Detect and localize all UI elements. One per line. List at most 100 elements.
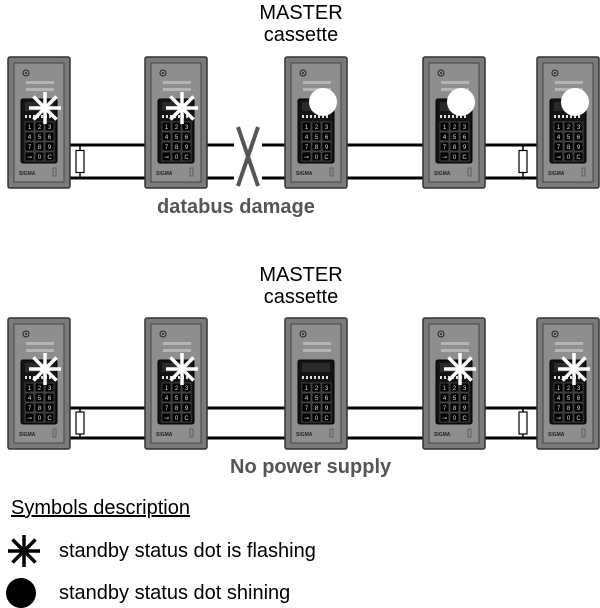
- keypad-key-label: 6: [577, 135, 581, 141]
- keypad-key-label: C: [462, 155, 467, 161]
- keypad-key: [24, 121, 35, 132]
- keypad-key-label: C: [576, 416, 581, 422]
- keypad-key: [44, 392, 55, 403]
- keypad-key-label: 3: [463, 125, 467, 131]
- keypad-key: [321, 412, 332, 423]
- bottom-master-label-line1: MASTER: [259, 264, 343, 286]
- keypad-key: [44, 382, 55, 393]
- keypad-key-label: C: [324, 416, 329, 422]
- legend-item-flashing: standby status dot is flashing: [59, 540, 316, 562]
- keypad-key: [161, 141, 172, 152]
- keypad-key-label: 5: [567, 135, 571, 141]
- bus-break-icon: [236, 126, 260, 187]
- keypad-key: [439, 121, 450, 132]
- keypad-key: [161, 121, 172, 132]
- keypad-key: [24, 141, 35, 152]
- keypad-key: [321, 402, 332, 413]
- keypad-key-label: 1: [557, 386, 561, 392]
- keypad-key: [301, 402, 312, 413]
- keypad-key-label: 8: [567, 145, 571, 151]
- keypad-key: [321, 131, 332, 142]
- keypad-key: [553, 131, 564, 142]
- keypad-key: [44, 141, 55, 152]
- keypad-key: [44, 131, 55, 142]
- keypad-key: [301, 131, 312, 142]
- keypad-key-label: 1: [165, 386, 169, 392]
- keypad-key: [563, 151, 574, 162]
- keypad-key: [459, 151, 470, 162]
- card-reader-icon: [189, 428, 194, 438]
- keypad-key-label: 3: [463, 386, 467, 392]
- camera-icon: [159, 330, 167, 338]
- keypad-key-label: 3: [185, 386, 189, 392]
- termination-resistor: [518, 408, 528, 438]
- keypad-key: [573, 121, 584, 132]
- keypad-key-label: 0: [567, 155, 571, 161]
- camera-icon: [551, 69, 559, 77]
- legend-item-shining: standby status dot shining: [59, 582, 291, 604]
- keypad-key-label: 1: [305, 386, 309, 392]
- card-reader-icon: [581, 428, 586, 438]
- keypad-key-label: 4: [305, 135, 309, 141]
- keypad-key: [449, 121, 460, 132]
- top-master-label-line2: cassette: [263, 24, 339, 46]
- keypad-key: [321, 151, 332, 162]
- keypad-key: [459, 392, 470, 403]
- keypad-key-label: C: [47, 155, 52, 161]
- keypad-key: [553, 412, 564, 423]
- keypad-key: [34, 121, 45, 132]
- keypad-key: [321, 392, 332, 403]
- keypad-key-label: 5: [453, 135, 457, 141]
- keypad-key-label: 0: [38, 416, 42, 422]
- keypad-key-label: 9: [325, 145, 329, 151]
- keypad-key: [311, 402, 322, 413]
- keypad-key-label: 3: [325, 386, 329, 392]
- keypad-key-label: 3: [325, 125, 329, 131]
- keypad-key: [553, 382, 564, 393]
- keypad-key-label: C: [184, 416, 189, 422]
- keypad-key-label: ⊸: [27, 416, 32, 422]
- keypad-key-label: 0: [175, 416, 179, 422]
- keypad-key-label: 9: [463, 406, 467, 412]
- brand-logo: SIGMA: [156, 171, 173, 177]
- keypad-key: [311, 392, 322, 403]
- keypad-key-label: 9: [48, 145, 52, 151]
- keypad-key-label: 7: [28, 406, 32, 412]
- keypad-key-label: 6: [185, 396, 189, 402]
- keypad-key: [439, 392, 450, 403]
- keypad-key-label: ⊸: [442, 416, 447, 422]
- top-master-label: MASTER cassette: [256, 2, 346, 46]
- keypad-key: [321, 382, 332, 393]
- brand-logo: SIGMA: [156, 432, 173, 438]
- keypad-key-label: 9: [463, 145, 467, 151]
- keypad-key: [34, 141, 45, 152]
- keypad-key-label: 2: [38, 386, 42, 392]
- keypad-key: [449, 382, 460, 393]
- keypad-key: [161, 402, 172, 413]
- card-reader-icon: [329, 167, 334, 177]
- keypad-key-label: 7: [557, 145, 561, 151]
- keypad-key-label: 6: [463, 396, 467, 402]
- keypad-key-label: 0: [453, 155, 457, 161]
- keypad-key: [181, 412, 192, 423]
- keypad-key-label: 4: [443, 135, 447, 141]
- keypad-key-label: 6: [48, 396, 52, 402]
- keypad-key-label: 1: [443, 125, 447, 131]
- keypad-key: [449, 392, 460, 403]
- keypad-key-label: 4: [165, 396, 169, 402]
- keypad-key: [573, 382, 584, 393]
- keypad-key: [34, 131, 45, 142]
- brand-logo: SIGMA: [434, 432, 451, 438]
- filled-circle-icon: [561, 88, 589, 116]
- keypad-key: [553, 402, 564, 413]
- keypad-key: [311, 382, 322, 393]
- keypad-key-label: 6: [325, 135, 329, 141]
- brand-logo: SIGMA: [548, 432, 565, 438]
- keypad-key-label: 2: [567, 386, 571, 392]
- keypad-key-label: ⊸: [164, 416, 169, 422]
- keypad-key: [181, 151, 192, 162]
- keypad-key: [459, 141, 470, 152]
- keypad-key-label: 2: [315, 386, 319, 392]
